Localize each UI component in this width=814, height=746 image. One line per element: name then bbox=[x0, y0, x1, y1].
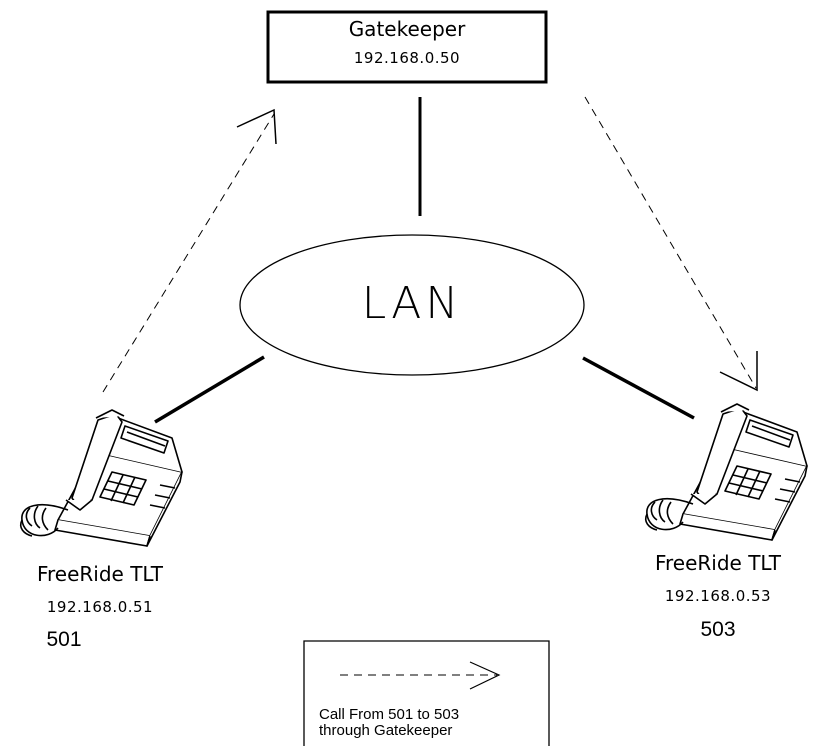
left-phone-icon bbox=[19, 409, 183, 547]
call-path-down bbox=[584, 96, 757, 389]
right-phone-ip: 192.168.0.53 bbox=[664, 587, 772, 605]
arrowhead-down bbox=[719, 351, 758, 392]
gatekeeper-title: Gatekeeper bbox=[348, 17, 466, 41]
right-phone-extension: 503 bbox=[700, 618, 736, 641]
gatekeeper-ip: 192.168.0.50 bbox=[353, 49, 461, 67]
lan-left-phone-link bbox=[154, 355, 265, 424]
arrowhead-up bbox=[236, 108, 277, 145]
lan-ellipse bbox=[239, 234, 585, 376]
call-path-up bbox=[102, 113, 275, 393]
left-phone-ip: 192.168.0.51 bbox=[46, 598, 154, 616]
right-phone-icon bbox=[644, 403, 808, 541]
lan-label: LAN bbox=[361, 278, 463, 329]
left-phone-extension: 501 bbox=[46, 628, 82, 651]
legend-box bbox=[303, 640, 550, 746]
gatekeeper-box bbox=[266, 10, 548, 84]
left-phone-model: FreeRide TLT bbox=[36, 562, 164, 586]
lan-right-phone-link bbox=[582, 356, 695, 420]
right-phone-model: FreeRide TLT bbox=[654, 551, 782, 575]
legend-line-2: through Gatekeeper bbox=[319, 722, 453, 739]
legend-line-1: Call From 501 to 503 bbox=[319, 706, 460, 723]
legend-arrowhead bbox=[469, 661, 501, 690]
